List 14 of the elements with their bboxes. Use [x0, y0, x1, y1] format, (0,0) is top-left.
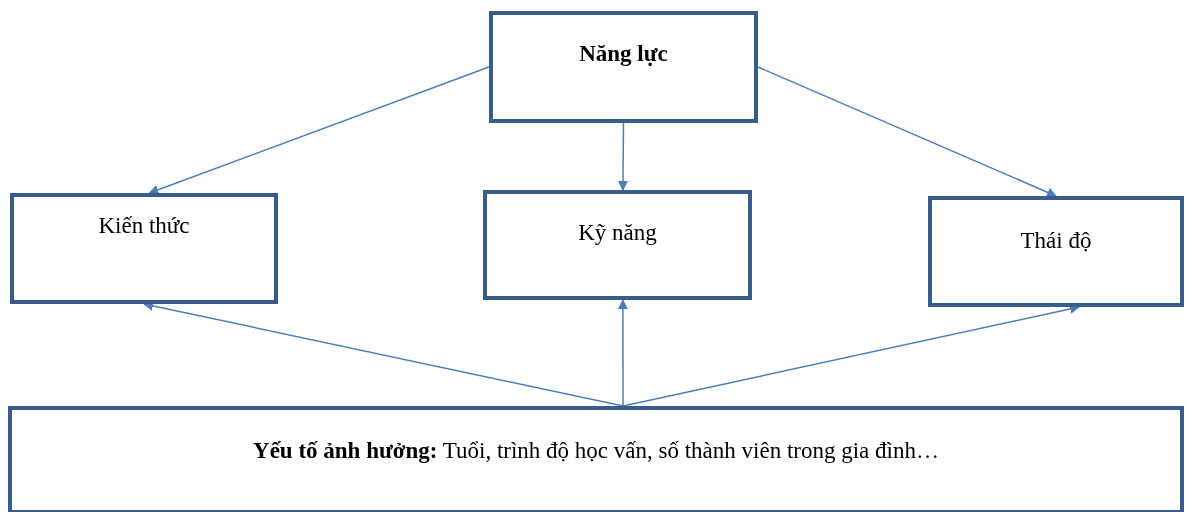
box-label: Thái độ	[1019, 228, 1093, 254]
arrow	[148, 66, 490, 195]
process-box	[489, 11, 758, 123]
box-label: Kiến thức	[97, 213, 191, 239]
box-label: Kỹ năng	[577, 220, 658, 246]
box-label: Yếu tố ảnh hưởng: Tuổi, trình độ học vấn, số thành viên trong gia đình…	[252, 438, 940, 464]
process-box	[483, 190, 752, 300]
box-label: Năng lực	[578, 41, 669, 67]
process-box	[928, 196, 1184, 307]
arrow	[757, 66, 1057, 197]
process-box	[10, 193, 278, 304]
arrow	[617, 122, 628, 191]
arrow	[617, 299, 628, 407]
process-box	[8, 406, 1184, 512]
